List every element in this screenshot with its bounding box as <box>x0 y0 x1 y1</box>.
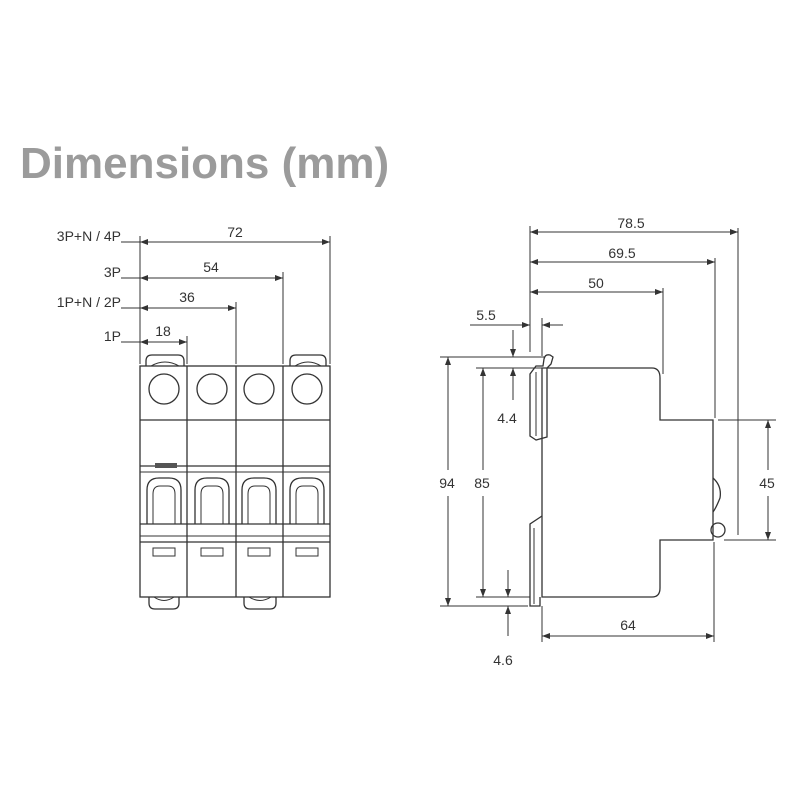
marking-tab <box>155 463 177 468</box>
dimension-value-handle-offset: 5.5 <box>476 307 496 323</box>
operating-handle <box>529 354 554 441</box>
front-view: 3P+N / 4P 3P 1P+N / 2P 1P 72 54 36 18 <box>57 224 331 610</box>
breaker-side-body <box>529 354 726 607</box>
toggle-handle <box>146 477 182 524</box>
bottom-clip-detail <box>248 596 272 601</box>
page-title: Dimensions (mm) <box>20 139 389 188</box>
dimension-value-width-1p: 18 <box>155 323 171 339</box>
dimension-value-width-4p: 72 <box>227 224 243 240</box>
terminal-screw <box>291 373 323 405</box>
indicator-window <box>247 547 271 557</box>
dimension-value-depth-rail: 69.5 <box>608 245 635 261</box>
dimension-value-rail-height: 45 <box>759 475 775 491</box>
pole-config-label-2p: 1P+N / 2P <box>57 294 121 310</box>
side-outline <box>541 367 714 598</box>
bottom-clip <box>243 597 277 610</box>
dimension-value-depth-front: 50 <box>588 275 604 291</box>
dimension-value-width-3p: 54 <box>203 259 219 275</box>
top-clip <box>145 354 185 366</box>
pole-config-label-1p: 1P <box>104 328 121 344</box>
toggle-handle-inner <box>200 485 224 524</box>
rail-clip-spring <box>712 477 721 513</box>
pole-config-label-3p: 3P <box>104 264 121 280</box>
rail-clip-release <box>710 522 726 538</box>
top-clip <box>289 354 327 366</box>
side-view: 78.5 69.5 50 5.5 94 85 4.4 <box>439 215 776 668</box>
bottom-clip <box>148 597 180 610</box>
top-clip-detail <box>150 361 180 367</box>
toggle-handle <box>289 477 325 524</box>
dimension-value-height-overall: 94 <box>439 475 455 491</box>
toggle-handle-inner <box>152 485 176 524</box>
dimension-value-width-2p: 36 <box>179 289 195 305</box>
indicator-window <box>200 547 224 557</box>
pole-config-label-4p: 3P+N / 4P <box>57 228 121 244</box>
toggle-handle-inner <box>295 485 319 524</box>
top-clip-detail <box>294 361 322 367</box>
dimension-value-rail-depth: 64 <box>620 617 636 633</box>
terminal-screw <box>148 373 180 405</box>
dimension-value-top-offset: 4.4 <box>497 410 517 426</box>
breaker-front-body <box>139 354 331 610</box>
terminal-screw <box>243 373 275 405</box>
dimension-value-depth-overall: 78.5 <box>617 215 644 231</box>
terminal-screw <box>196 373 228 405</box>
toggle-handle <box>194 477 230 524</box>
front-lower-face <box>529 515 543 607</box>
dimension-value-bottom-offset: 4.6 <box>493 652 513 668</box>
indicator-window <box>295 547 319 557</box>
breaker-outline <box>139 365 331 598</box>
bottom-clip-detail <box>153 596 175 601</box>
dimension-value-height-body: 85 <box>474 475 490 491</box>
toggle-handle <box>241 477 277 524</box>
indicator-window <box>152 547 176 557</box>
toggle-handle-inner <box>247 485 271 524</box>
